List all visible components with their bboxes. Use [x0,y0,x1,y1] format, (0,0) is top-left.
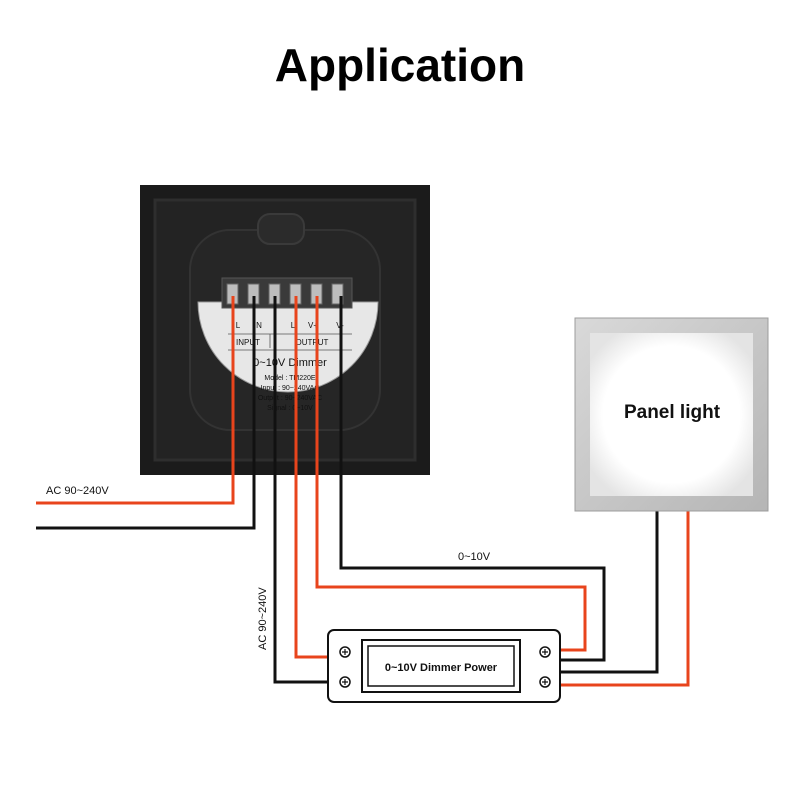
panel-surface [590,333,753,496]
product-name: 0~10V Dimmer [253,357,327,369]
power-supply-screws [339,646,551,688]
spec-model: Model : TM220E [264,375,316,382]
signal-wire [339,296,606,662]
supply-live-wire [294,296,333,659]
terminal-label-2: N [256,321,262,330]
panel-live-wire [556,510,690,687]
power-supply-label: 0~10V Dimmer Power [385,662,498,674]
supply-neutral-wire [273,296,333,684]
ac-neutral-wire [36,296,256,530]
label-plate [197,301,379,393]
terminal-label-1: L [236,321,241,330]
spec-lines: Model : TM220E Input : 90~240VAC Output … [258,375,322,412]
ac-input-label: AC 90~240V [46,485,109,497]
ac-live-wire [36,296,235,505]
terminal-label-5: V+ [308,321,318,330]
signal-label: 0~10V [458,551,491,563]
wires [36,296,690,687]
input-label: INPUT [236,338,260,347]
mount-clip [257,213,305,245]
output-label: OUTPUT [296,338,329,347]
dimmer-switch: L N L V+ V- INPUT OUTPUT 0~10V Dimmer Mo… [140,185,430,475]
spec-signal: Signal : 0~10V [267,405,313,412]
terminal-label-4: L [291,321,296,330]
panel-light-label: Panel light [624,402,721,423]
spec-output: Output : 90~240VAC [258,395,322,402]
terminal-block [221,277,353,309]
panel-neutral-wire [556,510,659,674]
output-live-wire [315,296,587,652]
ac-vertical-label: AC 90~240V [257,587,269,650]
spec-input: Input : 90~240VAC [261,385,320,392]
dimmer-power-supply: 0~10V Dimmer Power [327,629,561,703]
page-title: Application [274,39,526,91]
panel-light: Panel light [574,317,769,512]
